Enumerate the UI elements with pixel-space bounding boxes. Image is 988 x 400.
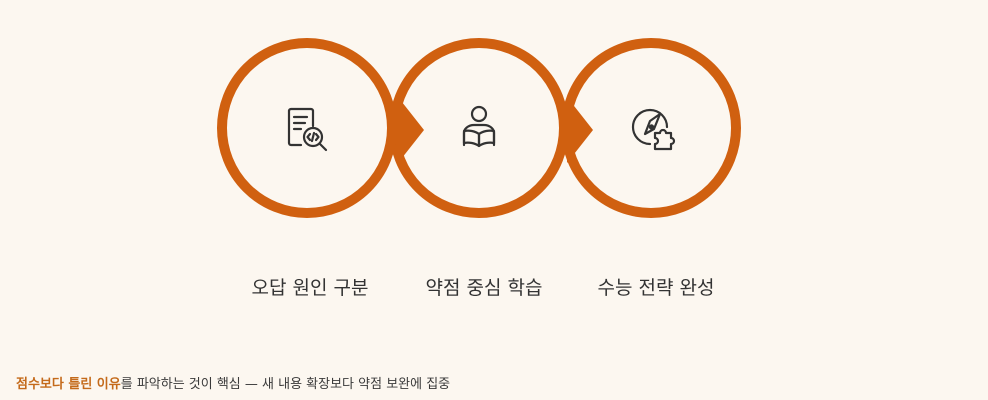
flow-arrow-2 bbox=[567, 97, 593, 163]
code-document-search-icon bbox=[279, 100, 335, 156]
summary-highlight: 점수보다 틀린 이유 bbox=[16, 377, 121, 392]
person-reading-book-icon bbox=[451, 100, 507, 156]
summary-note: 점수보다 틀린 이유를 파악하는 것이 핵심 — 새 내용 확장보다 약점 보완… bbox=[16, 373, 450, 392]
step-label-3: 수능 전략 완성 bbox=[597, 277, 715, 299]
step-1-circle bbox=[217, 38, 397, 218]
flow-arrow-1 bbox=[398, 97, 424, 163]
step-label-2: 약점 중심 학습 bbox=[425, 277, 543, 299]
step-label-1: 오답 원인 구분 bbox=[251, 277, 369, 299]
summary-text: 를 파악하는 것이 핵심 — 새 내용 확장보다 약점 보완에 집중 bbox=[120, 377, 451, 392]
compass-puzzle-icon bbox=[623, 100, 679, 156]
